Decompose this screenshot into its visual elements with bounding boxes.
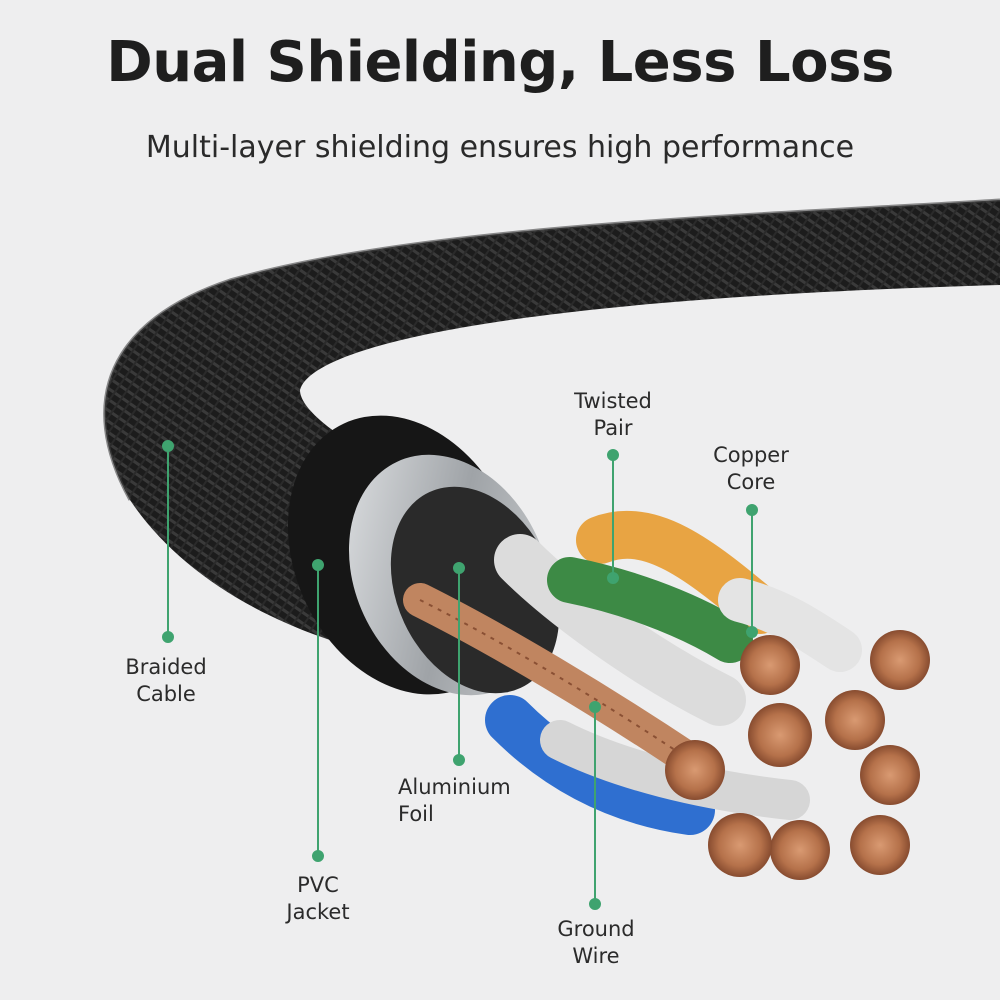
callout-line: Copper (713, 443, 789, 467)
page-title: Dual Shielding, Less Loss (106, 30, 894, 95)
callout-leaders (162, 440, 758, 910)
callout-line: PVC (297, 873, 339, 897)
callout-line: Cable (136, 682, 196, 706)
callout-ground-wire: Ground Wire (536, 916, 656, 970)
callout-line: Wire (572, 944, 620, 968)
callout-line: Braided (125, 655, 207, 679)
page-subtitle: Multi-layer shielding ensures high perfo… (145, 130, 855, 165)
callout-line: Foil (398, 802, 434, 826)
callout-line: Twisted (574, 389, 652, 413)
callout-line: Core (726, 470, 776, 494)
callout-twisted-pair: Twisted Pair (553, 388, 673, 442)
callout-line: Ground (557, 917, 635, 941)
blue-wire (485, 695, 715, 835)
white-wire-3 (540, 720, 810, 820)
callout-braided-cable: Braided Cable (100, 654, 232, 708)
copper-core-ends (665, 630, 930, 880)
callout-line: Aluminium (398, 775, 511, 799)
callout-line: Jacket (286, 900, 350, 924)
white-wire-1 (494, 534, 746, 726)
callout-aluminium-foil: Aluminium Foil (398, 774, 538, 828)
green-wire (547, 557, 753, 663)
callout-pvc-jacket: PVC Jacket (256, 872, 380, 926)
callout-line: Pair (593, 416, 633, 440)
callout-copper-core: Copper Core (688, 442, 814, 496)
